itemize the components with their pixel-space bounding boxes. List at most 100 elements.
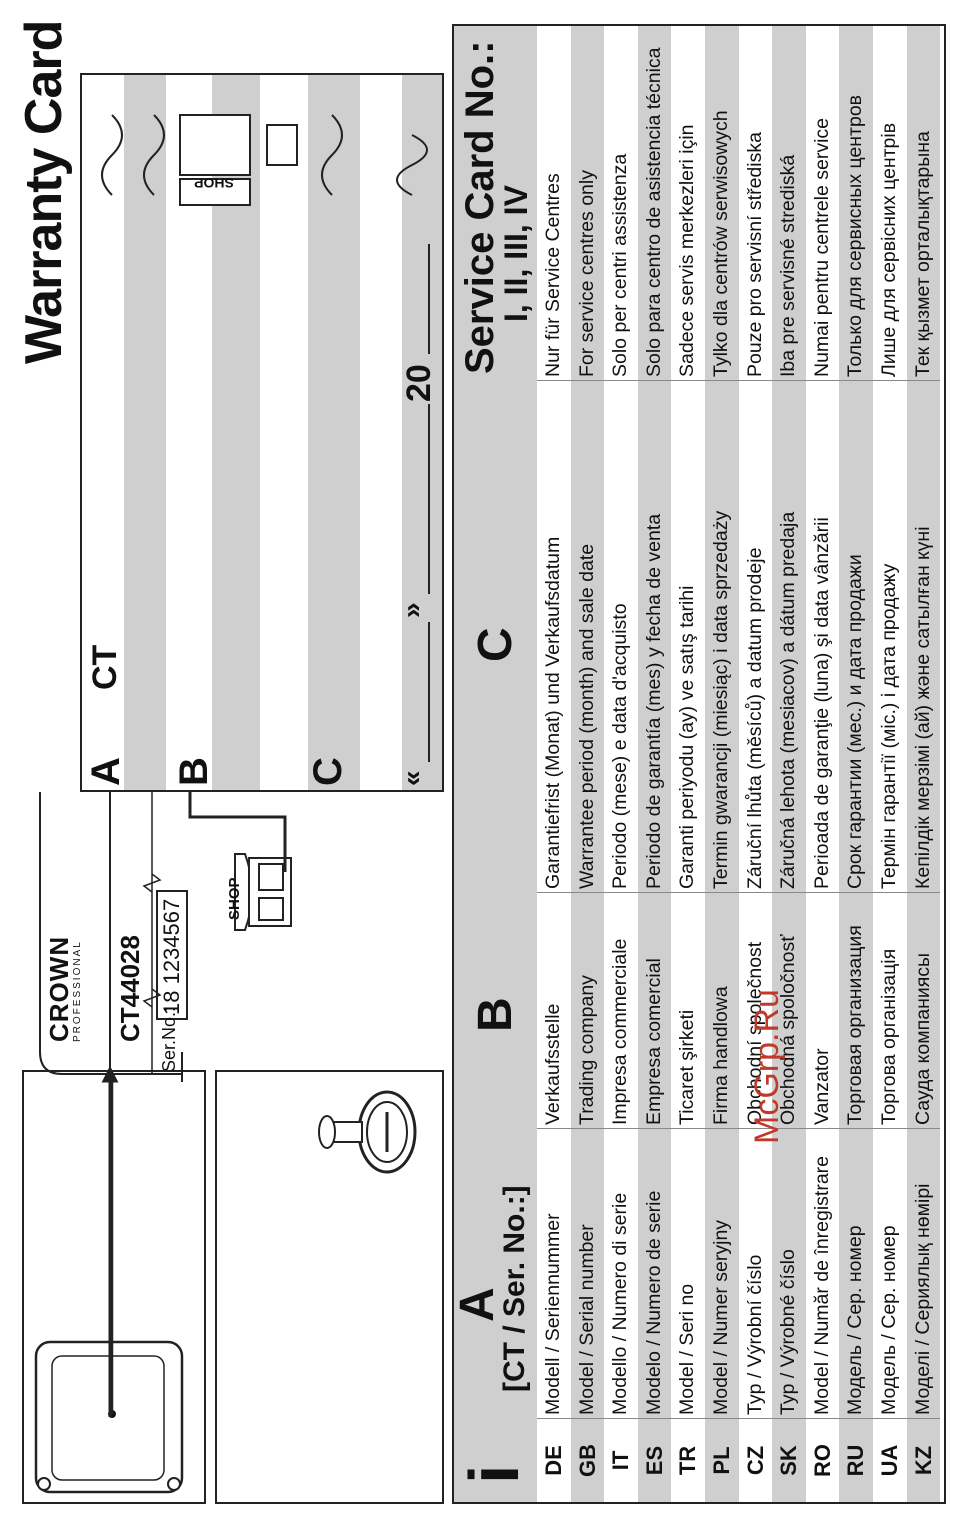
cell-c: Garantiefrist (Monat) und Verkaufsdatum: [542, 536, 564, 889]
table-row: DE Modell / Seriennummer Verkaufsstelle Gar…: [537, 26, 571, 1502]
column-divider: [839, 1418, 873, 1419]
table-header-info: [454, 1418, 537, 1502]
cell-code: PL: [709, 1446, 734, 1475]
language-table: i A [CT / Ser. No.:] B C Service Card No…: [451, 24, 946, 1504]
column-divider: [604, 892, 638, 893]
col-d-sub: I, II, III, IV: [498, 185, 534, 322]
cell-a: Модель / Сер. номер: [844, 1225, 867, 1415]
column-divider: [671, 892, 705, 893]
date-open-quote: «: [396, 770, 427, 786]
cell-code: UA: [877, 1444, 902, 1477]
col-b-title: B: [469, 997, 522, 1032]
field-a-value[interactable]: CT: [86, 644, 124, 690]
cell-c: Záručná lehota (mesiacov) a dátum predaj…: [777, 511, 800, 889]
date-month-line[interactable]: [428, 404, 430, 594]
column-divider: [805, 1128, 840, 1129]
cell-code: DE: [541, 1445, 566, 1476]
cell-a: Modell / Seriennummer: [542, 1213, 564, 1415]
cell-code: TR: [675, 1445, 701, 1476]
column-divider: [873, 1418, 907, 1419]
column-divider: [705, 1128, 739, 1129]
column-divider: [906, 380, 941, 381]
field-a-letter: A: [84, 757, 128, 786]
column-divider: [537, 1128, 571, 1129]
cell-a: Model / Număr de înregistrare: [810, 1155, 833, 1415]
column-divider: [637, 892, 672, 893]
signature-icon: [101, 114, 123, 196]
form-icon-strip: SHOP: [82, 75, 442, 215]
column-divider: [738, 1418, 773, 1419]
column-divider: [772, 380, 806, 381]
cell-code: IT: [608, 1450, 634, 1471]
stamp-icon: [318, 1090, 417, 1174]
column-divider: [671, 1128, 705, 1129]
column-divider: [906, 892, 941, 893]
cell-b: Торговая организация: [844, 925, 867, 1125]
cell-c: Garanti periyodu (ay) ve satış tarihi: [676, 585, 699, 889]
column-divider: [705, 892, 739, 893]
cell-c: Perioada de garanţie (luna) şi data vânz…: [810, 517, 833, 889]
column-divider: [906, 1418, 941, 1419]
cell-d: Лише для сервісних центрів: [878, 122, 900, 377]
cell-d: Tylko dla centrów serwisowych: [710, 110, 732, 377]
cell-d: Pouze pro servisní střediska: [743, 132, 766, 377]
column-divider: [570, 380, 605, 381]
cell-a: Model / Numer seryjny: [710, 1219, 732, 1415]
column-divider: [637, 1128, 672, 1129]
cell-b: Impresa commerciale: [609, 938, 632, 1125]
column-divider: [873, 380, 907, 381]
column-divider: [805, 892, 840, 893]
date-year-prefix: 20: [400, 364, 438, 402]
cell-b: Vanzator: [810, 1048, 833, 1125]
column-divider: [570, 892, 605, 893]
cell-c: Periodo (mese) e data d'acquisto: [609, 603, 632, 889]
cell-a: Model / Serial number: [575, 1224, 598, 1415]
cell-b: Сауда компаниясы: [911, 952, 934, 1125]
column-divider: [604, 380, 638, 381]
watermark: McGrp.Ru: [748, 989, 786, 1144]
column-divider: [537, 1418, 571, 1419]
shop-icon: SHOP: [225, 852, 295, 932]
cell-code: CZ: [742, 1445, 768, 1476]
column-divider: [537, 892, 571, 893]
cell-c: Periodo de garantía (mes) y fecha de ven…: [642, 513, 665, 889]
column-divider: [537, 380, 571, 381]
cell-b: Ticaret şirketi: [676, 1009, 699, 1125]
col-d-title: Service Card No.:: [458, 40, 502, 374]
cell-d: Sadece servis merkezleri için: [676, 124, 699, 377]
cell-code: KZ: [910, 1445, 936, 1476]
cell-a: Typ / Výrobní číslo: [743, 1254, 766, 1415]
column-divider: [570, 1128, 605, 1129]
cell-c: Термін гарантії (міс.) і дата продажу: [878, 563, 900, 889]
cell-d: Solo per centri assistenza: [609, 153, 632, 377]
cell-code: ES: [641, 1445, 667, 1476]
cell-d: Только для сервисных центров: [844, 94, 867, 377]
table-body: DE Modell / Seriennummer Verkaufsstelle Gar…: [537, 26, 941, 1502]
form-shop-label: SHOP: [194, 175, 234, 192]
cell-a: Model / Seri no: [676, 1283, 699, 1415]
cell-b: Verkaufsstelle: [542, 1003, 564, 1125]
cell-c: Termin gwarancji (miesiąc) i data sprzed…: [710, 510, 732, 889]
cell-a: Modello / Numero di serie: [609, 1192, 632, 1415]
date-day-line[interactable]: [428, 622, 430, 762]
field-b-letter: B: [172, 757, 216, 786]
cell-c: Warrantee period (month) and sale date: [575, 543, 598, 889]
cell-d: For service centres only: [575, 170, 598, 377]
column-divider: [671, 1418, 705, 1419]
col-a-title: A: [451, 1287, 504, 1322]
column-divider: [637, 380, 672, 381]
column-divider: [604, 1418, 638, 1419]
info-icon: i: [455, 1464, 533, 1484]
cell-code: GB: [574, 1444, 600, 1477]
cell-c: Срок гарантии (мес.) и дата продажи: [844, 554, 867, 889]
date-year-line[interactable]: [428, 244, 430, 354]
cell-d: Nur für Service Centres: [542, 173, 564, 377]
